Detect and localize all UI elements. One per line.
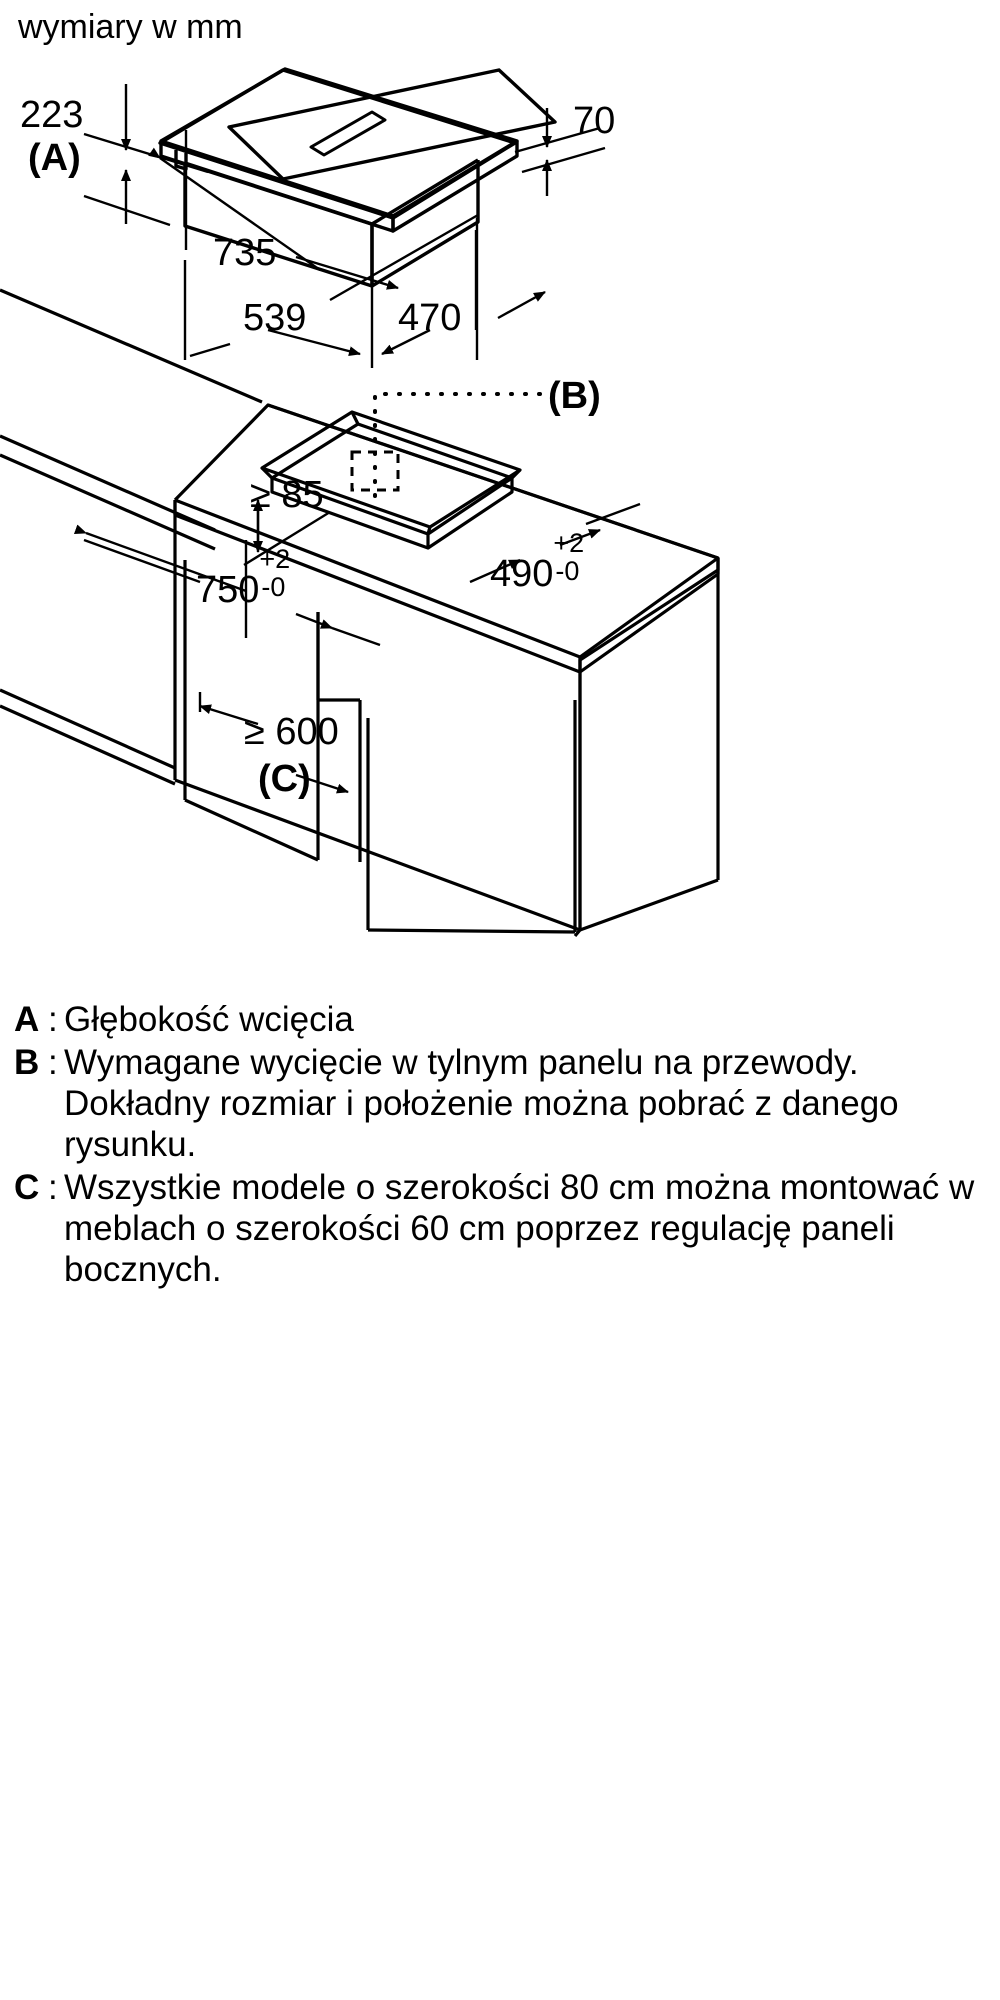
dim-label-539: 539 [243, 297, 307, 339]
legend-colon-c: : [48, 1167, 58, 1207]
legend-text-a: Głębokość wcięcia [64, 1000, 354, 1039]
dim-label-70: 70 [573, 100, 616, 142]
dim-600-leaders [198, 692, 349, 794]
dim-490-tol-minus: -0 [555, 556, 580, 586]
callout-b-leader [373, 392, 547, 498]
dim-490-leaders [469, 502, 641, 584]
back-panel-cutout-dashed [350, 450, 400, 492]
legend-block: A : Głębokość wcięcia B : Wymagane wycię… [14, 1000, 984, 1293]
dim-85-leaders [243, 499, 331, 567]
dim-490-tol-plus: +2 [553, 528, 585, 558]
callout-label-b: (B) [548, 375, 601, 417]
dim-223-leaders [83, 84, 209, 227]
dim-label-85: ≥ 85 [250, 474, 324, 516]
dim-750-tol-minus: -0 [261, 572, 286, 602]
dim-539-470-leaders [183, 218, 546, 368]
dim-label-490: 490 +2 -0 [490, 530, 599, 595]
dim-label-223: 223 [20, 94, 84, 136]
legend-item-c: C : Wszystkie modele o szerokości 80 cm … [14, 1168, 984, 1291]
dim-735-leaders [148, 130, 479, 302]
dim-750-value: 750 [196, 569, 260, 611]
legend-colon-a: : [48, 1000, 58, 1039]
dim-label-470: 470 [398, 297, 462, 339]
dim-label-600: ≥ 600 [244, 711, 339, 753]
dim-490-tolerance: +2 -0 [553, 530, 599, 586]
legend-item-a: A : Głębokość wcięcia [14, 1000, 984, 1041]
dim-label-750: 750 +2 -0 [196, 546, 305, 611]
legend-key-b: B [14, 1042, 40, 1082]
legend-text-c: Wszystkie modele o szerokości 80 cm możn… [64, 1167, 975, 1289]
dim-70-leaders [514, 108, 606, 196]
dim-label-223-note: (A) [28, 137, 81, 179]
legend-key-a: A [14, 1000, 40, 1039]
dim-label-600-note: (C) [258, 758, 311, 800]
dim-490-value: 490 [490, 553, 554, 595]
legend-colon-b: : [48, 1042, 58, 1082]
dim-750-tolerance: +2 -0 [259, 546, 305, 602]
dim-750-tol-plus: +2 [259, 544, 291, 574]
legend-text-b: Wymagane wycięcie w tylnym panelu na prz… [64, 1042, 899, 1164]
legend-key-c: C [14, 1167, 40, 1207]
page-title: wymiary w mm [18, 8, 243, 46]
dim-750-leaders [73, 524, 381, 647]
dim-label-735: 735 [213, 232, 277, 274]
cabinet-assembly [0, 288, 720, 938]
legend-item-b: B : Wymagane wycięcie w tylnym panelu na… [14, 1043, 984, 1166]
